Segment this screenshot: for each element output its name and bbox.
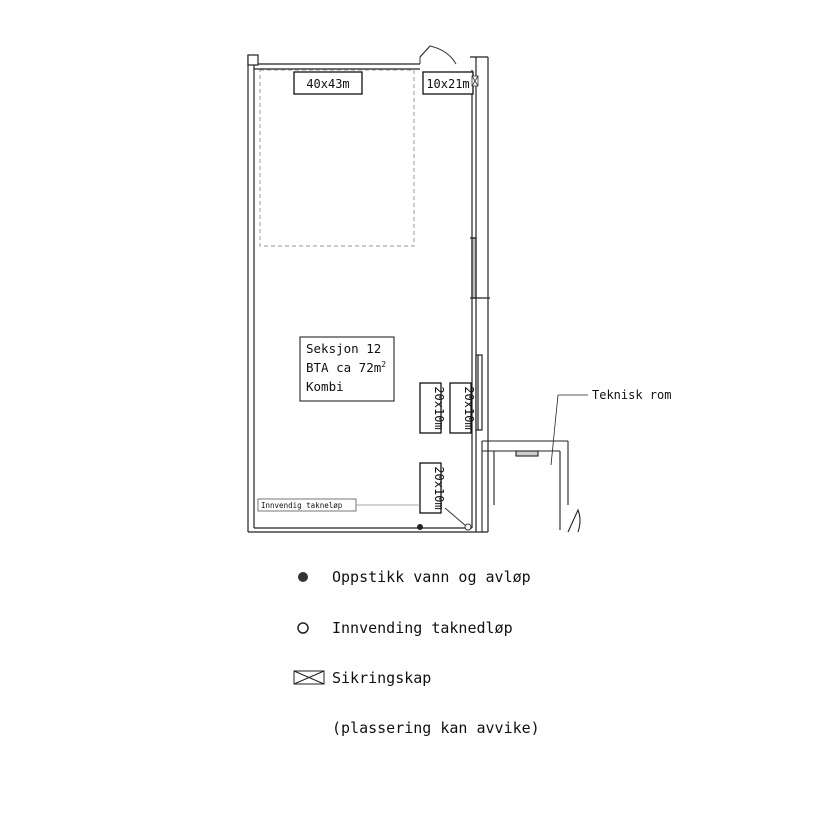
door-20x10-c: 20x10m: [419, 462, 446, 514]
roof-drain-marker: [464, 523, 472, 531]
legend-label-drain: Innvending taknedløp: [332, 619, 513, 637]
door-20x10-b-label: 20x10m: [462, 386, 476, 429]
filled-circle-icon: [298, 572, 308, 582]
technical-room-label: Teknisk rom: [592, 388, 671, 402]
legend: Oppstikk vann og avløp Innvending takned…: [293, 568, 540, 737]
door-10x21: 10x21m: [422, 71, 474, 95]
legend-note: (plassering kan avvike): [332, 719, 540, 737]
building-walls: [247, 54, 490, 533]
drain-pipe: [444, 507, 467, 527]
small-door-swing: [419, 45, 457, 65]
legend-label-water: Oppstikk vann og avløp: [332, 568, 531, 586]
section-type: Kombi: [306, 379, 344, 394]
technical-room: [481, 440, 581, 533]
door-10x21-label: 10x21m: [426, 77, 469, 91]
water-drain-marker: [417, 524, 423, 530]
section-area: BTA ca 72m2: [306, 360, 386, 375]
main-door-swing-area: [259, 69, 415, 247]
door-20x10-c-label: 20x10m: [432, 466, 446, 509]
door-20x10-a: 20x10m: [419, 382, 446, 434]
gutter-label: Innvendig takneløp: [261, 501, 343, 510]
section-name: Seksjon 12: [306, 341, 381, 356]
technical-room-pointer: [550, 394, 559, 466]
open-circle-icon: [297, 622, 309, 634]
door-20x10-a-label: 20x10m: [432, 386, 446, 429]
door-40x43-label: 40x43m: [306, 77, 349, 91]
internal-gutter: Innvendig takneløp: [257, 498, 420, 512]
fuse-box-marker-top: [471, 75, 479, 87]
door-20x10-b: 20x10m: [449, 382, 476, 434]
legend-label-fuse: Sikringskap: [332, 669, 431, 687]
section-info-box: Seksjon 12 BTA ca 72m2 Kombi: [299, 336, 395, 402]
door-40x43: 40x43m: [293, 71, 363, 95]
fuse-box-icon: [293, 670, 325, 685]
